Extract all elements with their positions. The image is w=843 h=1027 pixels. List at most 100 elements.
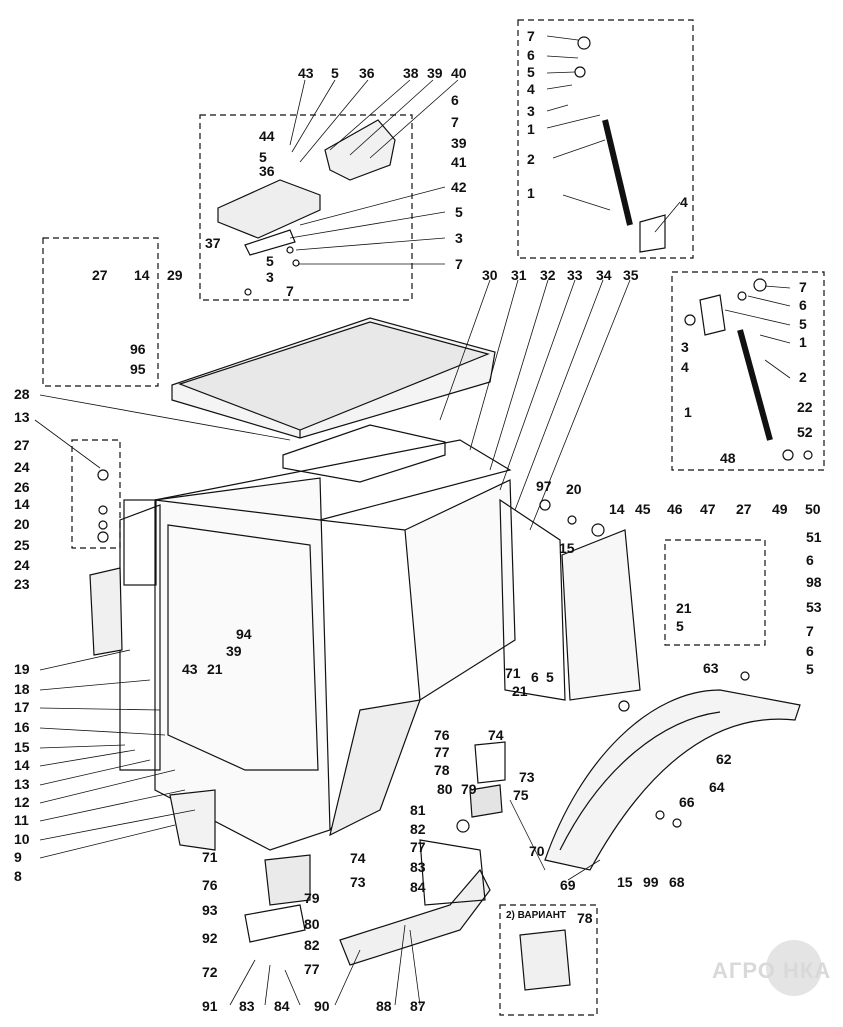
callout: 24 — [14, 459, 30, 475]
callout: 32 — [540, 267, 556, 283]
mount-bracket-left — [169, 789, 216, 851]
callout: 18 — [14, 681, 30, 697]
callout: 79 — [304, 890, 320, 906]
side-rail — [339, 868, 491, 966]
door-frame — [119, 504, 161, 771]
callout: 71 — [505, 665, 521, 681]
callout: 29 — [167, 267, 183, 283]
callout: 50 — [805, 501, 821, 517]
cab-rear-frame — [404, 479, 516, 702]
callout: 93 — [202, 902, 218, 918]
front-rail — [419, 839, 486, 906]
callout: 75 — [513, 787, 529, 803]
front-window — [167, 524, 319, 771]
callout: 1 — [684, 404, 692, 420]
callout: 16 — [14, 719, 30, 735]
variant-caption: 2) ВАРИАНТ — [506, 910, 567, 921]
callout: 27 — [92, 267, 108, 283]
callout: 91 — [202, 998, 218, 1014]
callout: 83 — [239, 998, 255, 1014]
side-strut-detail-box — [671, 271, 825, 471]
callout: 81 — [410, 802, 426, 818]
callout: 2 — [527, 151, 535, 167]
callout: 6 — [451, 92, 459, 108]
callout: 73 — [350, 874, 366, 890]
side-window-latch-box — [664, 539, 766, 646]
roof-hatch-seal — [282, 424, 446, 483]
callout: 47 — [700, 501, 716, 517]
callout: 42 — [451, 179, 467, 195]
callout: 82 — [410, 821, 426, 837]
callout: 3 — [455, 230, 463, 246]
fender — [544, 689, 801, 871]
callout: 27 — [736, 501, 752, 517]
callout: 36 — [259, 163, 275, 179]
callout: 99 — [643, 874, 659, 890]
callout: 6 — [531, 669, 539, 685]
roof-panel-top — [178, 321, 490, 431]
callout: 30 — [482, 267, 498, 283]
callout: 5 — [799, 316, 807, 332]
callout: 72 — [202, 964, 218, 980]
callout: 70 — [529, 843, 545, 859]
floor-bracket — [474, 741, 506, 784]
callout: 5 — [331, 65, 339, 81]
top-gas-strut — [602, 119, 633, 226]
callout: 95 — [130, 361, 146, 377]
callout: 46 — [667, 501, 683, 517]
callout: 5 — [266, 253, 274, 269]
callout: 39 — [451, 135, 467, 151]
callout: 21 — [207, 661, 223, 677]
hatch-bracket — [324, 119, 396, 181]
callout: 1 — [527, 185, 535, 201]
callout: 11 — [14, 812, 29, 828]
callout: 5 — [527, 64, 535, 80]
callout: 13 — [14, 776, 30, 792]
callout: 90 — [314, 998, 330, 1014]
callout: 27 — [14, 437, 30, 453]
callout: 33 — [567, 267, 583, 283]
callout: 28 — [14, 386, 30, 402]
callout: 15 — [617, 874, 633, 890]
top-strut-detail-box — [517, 19, 694, 259]
callout: 8 — [14, 868, 22, 884]
callout: 39 — [226, 643, 242, 659]
callout: 76 — [202, 877, 218, 893]
roof-hatch-detail-box — [199, 114, 413, 301]
cab-front-frame — [154, 477, 331, 851]
callout: 78 — [577, 910, 593, 926]
callout: 9 — [14, 849, 22, 865]
callout: 73 — [519, 769, 535, 785]
callout: 20 — [566, 481, 582, 497]
variant-bracket — [519, 929, 571, 991]
callout: 39 — [427, 65, 443, 81]
callout: 31 — [511, 267, 527, 283]
callout: 80 — [437, 781, 453, 797]
callout: 26 — [14, 479, 30, 495]
watermark-logo — [766, 940, 822, 996]
callout: 6 — [799, 297, 807, 313]
callout: 43 — [298, 65, 314, 81]
side-strut-bracket — [699, 294, 726, 336]
callout: 3 — [266, 269, 274, 285]
callout: 1 — [799, 334, 807, 350]
callout: 5 — [546, 669, 554, 685]
callout: 7 — [451, 114, 459, 130]
callout: 78 — [434, 762, 450, 778]
callout: 35 — [623, 267, 639, 283]
callout: 34 — [596, 267, 612, 283]
latch-detail-box — [42, 237, 159, 387]
callout: 80 — [304, 916, 320, 932]
callout: 14 — [14, 496, 30, 512]
callout: 64 — [709, 779, 725, 795]
callout: 15 — [14, 739, 30, 755]
callout: 14 — [14, 757, 30, 773]
callout: 97 — [536, 478, 552, 494]
callout: 84 — [410, 879, 426, 895]
callout: 6 — [806, 552, 814, 568]
roof-hatch-cover — [217, 179, 321, 239]
callout: 14 — [609, 501, 625, 517]
callout: 84 — [274, 998, 290, 1014]
side-mirror — [89, 567, 123, 656]
